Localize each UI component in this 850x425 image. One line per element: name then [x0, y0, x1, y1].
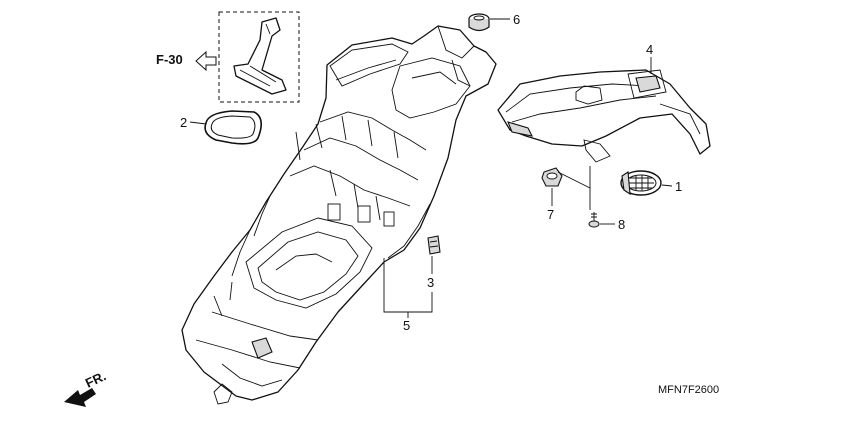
- leader-line-1: [661, 184, 673, 187]
- callout-5: 5: [403, 318, 410, 333]
- callout-7: 7: [547, 207, 554, 222]
- reference-part-group: F-30: [156, 11, 300, 103]
- callout-4: 4: [646, 42, 653, 57]
- diagram-code: MFN7F2600: [658, 384, 719, 396]
- callout-1: 1: [675, 179, 682, 194]
- inner-fender-part: [181, 25, 497, 405]
- clip-nut-part: [427, 235, 441, 255]
- leader-line-2: [189, 121, 207, 125]
- nut-part: [541, 167, 563, 187]
- seal-ring-part: [204, 110, 262, 145]
- grommet-part: [468, 13, 490, 32]
- reflector-part: [620, 170, 662, 196]
- reference-label: F-30: [156, 52, 183, 67]
- front-arrow-icon: [64, 388, 96, 407]
- reference-arrow-icon: [195, 50, 217, 72]
- callout-2: 2: [180, 115, 187, 130]
- callout-3: 3: [427, 275, 434, 290]
- reference-bracket-part: [233, 17, 287, 95]
- callout-8: 8: [618, 217, 625, 232]
- screw-part: [557, 166, 600, 228]
- reference-dashed-box: [218, 11, 300, 103]
- callout-6: 6: [513, 12, 520, 27]
- rear-fender-part: [497, 69, 711, 163]
- leader-bracket-5: [383, 258, 433, 318]
- front-direction-label: FR.: [83, 368, 108, 390]
- front-direction-indicator: FR.: [64, 368, 108, 407]
